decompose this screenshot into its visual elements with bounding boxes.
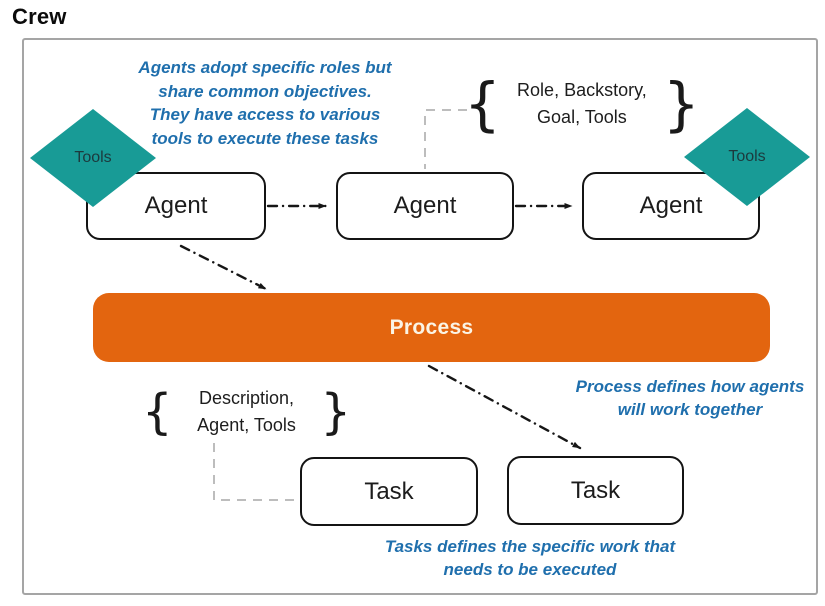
process-node: Process [93,293,770,362]
tools-label: Tools [74,149,112,166]
task-attributes: { Description, Agent, Tools } [142,379,351,445]
agents-note-line: tools to execute these tasks [151,128,379,148]
task-node-2: Task [507,456,684,525]
agent-attributes-text: Role, Backstory, Goal, Tools [517,80,647,127]
task-attributes-text: Description, Agent, Tools [197,388,296,435]
tasks-note-line: needs to be executed [443,560,617,579]
open-brace: { [464,70,501,138]
agents-note-line: share common objectives. [158,81,372,101]
task-node-1: Task [300,457,478,526]
process-note-line: will work together [617,400,763,419]
process-label: Process [389,315,474,339]
agent1-to-process-arrow [179,244,268,291]
agent-node-2: Agent [336,172,514,240]
task-label: Task [364,477,414,505]
process-note-line: Process defines how agents [575,377,805,396]
close-brace: } [320,384,352,440]
agent-attributes-connector [424,109,467,169]
agent-attributes: { Role, Backstory, Goal, Tools } [464,64,700,144]
close-brace: } [662,70,700,138]
agent-label: Agent [393,192,457,219]
agents-note-line: They have access to various [149,105,381,124]
tasks-note-line: Tasks defines the specific work that [384,537,676,556]
agent-label: Agent [144,192,208,219]
tasks-note: Tasks defines the specific work that nee… [378,535,682,581]
open-brace: { [142,384,173,440]
process-to-task2-arrow [427,364,582,450]
diagram-title: Crew [12,4,67,29]
task-attributes-connector [213,443,297,501]
agents-note: Agents adopt specific roles but share co… [130,56,400,150]
tools-label: Tools [728,148,766,165]
task-label: Task [570,476,621,504]
agents-note-line: Agents adopt specific roles but [138,58,392,77]
process-note: Process defines how agents will work tog… [565,375,815,421]
agent-label: Agent [639,192,703,219]
